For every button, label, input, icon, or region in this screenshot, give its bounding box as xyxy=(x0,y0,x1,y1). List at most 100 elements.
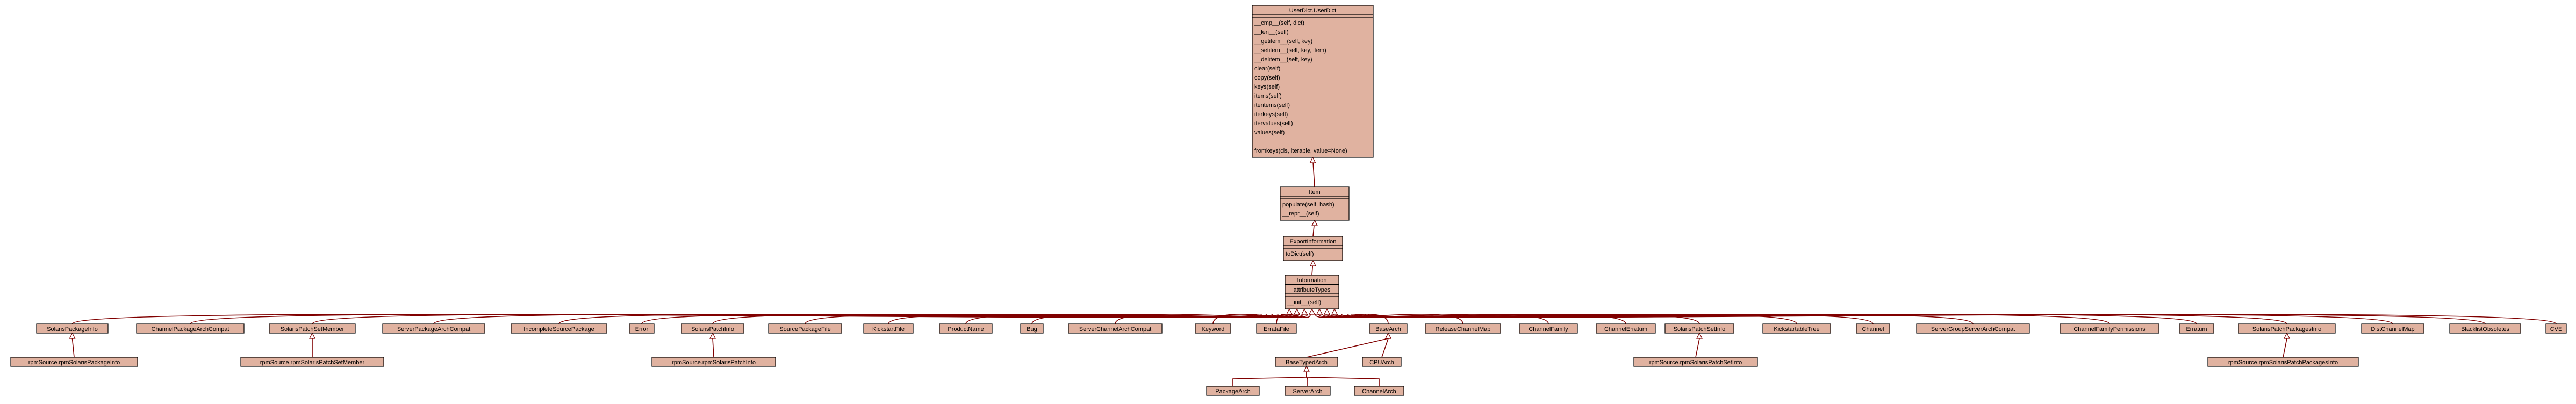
class-box xyxy=(651,357,776,367)
class-row1-erratafile[interactable]: ErrataFile xyxy=(1256,323,1297,334)
class-name: Bug xyxy=(1027,326,1037,333)
class-row1-solarispatchsetinfo[interactable]: SolarisPatchSetInfo xyxy=(1664,323,1734,334)
class-box xyxy=(1068,323,1163,334)
inheritance-edge xyxy=(1315,314,1389,324)
method-label: __getitem__(self, key) xyxy=(1254,38,1312,45)
class-name: rpmSource.rpmSolarisPatchPackagesInfo xyxy=(2228,359,2338,366)
class-box xyxy=(10,357,138,367)
class-box xyxy=(1354,386,1404,396)
method-label: keys(self) xyxy=(1254,84,1280,90)
class-box xyxy=(629,323,655,334)
class-name: SolarisPatchPackagesInfo xyxy=(2252,326,2321,333)
inheritance-edge xyxy=(1276,314,1311,324)
class-row1-kickstartabletree[interactable]: KickstartableTree xyxy=(1762,323,1831,334)
inheritance-edge xyxy=(2283,338,2287,358)
class-box xyxy=(1256,323,1297,334)
inheritance-arrowhead xyxy=(1301,308,1308,315)
inheritance-arrowhead xyxy=(2284,332,2290,339)
class-row2-rpmsource-rpmsolarispackageinfo[interactable]: rpmSource.rpmSolarisPackageInfo xyxy=(10,357,138,367)
class-box xyxy=(1425,323,1501,334)
class-row1-serverpackagearchcompat[interactable]: ServerPackageArchCompat xyxy=(382,323,485,334)
class-row1-basearch[interactable]: BaseArch xyxy=(1369,323,1408,334)
method-label: toDict(self) xyxy=(1286,251,1314,257)
method-label: __setitem__(self, key, item) xyxy=(1254,47,1326,54)
class-row1-solarispackageinfo[interactable]: SolarisPackageInfo xyxy=(36,323,109,334)
inheritance-edge xyxy=(1232,372,1307,386)
class-name: CPUArch xyxy=(1369,359,1394,366)
class-userdict[interactable]: UserDict.UserDict__cmp__(self, dict)__le… xyxy=(1252,5,1374,158)
class-row1-erratum[interactable]: Erratum xyxy=(2179,323,2214,334)
class-row3-packagearch[interactable]: PackageArch xyxy=(1206,386,1260,396)
class-name: CVE xyxy=(2550,326,2563,333)
class-box xyxy=(1369,323,1408,334)
class-name: ChannelFamilyPermissions xyxy=(2073,326,2146,333)
inheritance-edge xyxy=(1306,338,1389,358)
class-row1-channelerratum[interactable]: ChannelErratum xyxy=(1596,323,1656,334)
class-row1-blacklistobsoletes[interactable]: BlacklistObsoletes xyxy=(2449,323,2521,334)
class-box xyxy=(1285,386,1331,396)
class-row1-sourcepackagefile[interactable]: SourcePackageFile xyxy=(768,323,842,334)
class-row1-distchannelmap[interactable]: DistChannelMap xyxy=(2361,323,2424,334)
class-name: ExportInformation xyxy=(1290,239,1337,245)
class-name: BaseTypedArch xyxy=(1286,359,1328,366)
method-label: __cmp__(self, dict) xyxy=(1254,20,1304,26)
class-row2-cpuarch[interactable]: CPUArch xyxy=(1362,357,1402,367)
class-row1-error[interactable]: Error xyxy=(629,323,655,334)
class-row1-keyword[interactable]: Keyword xyxy=(1195,323,1231,334)
class-box xyxy=(1275,357,1338,367)
class-row1-kickstartfile[interactable]: KickstartFile xyxy=(863,323,914,334)
method-label: items(self) xyxy=(1254,93,1282,99)
class-name: SolarisPatchInfo xyxy=(691,326,734,333)
class-row1-cve[interactable]: CVE xyxy=(2545,323,2567,334)
class-export-info[interactable]: ExportInformation toDict(self) xyxy=(1283,236,1343,261)
class-box xyxy=(136,323,245,334)
class-box xyxy=(240,357,384,367)
class-name: ServerGroupServerArchCompat xyxy=(1931,326,2015,333)
method-label: __len__(self) xyxy=(1254,29,1289,35)
class-box xyxy=(1633,357,1758,367)
class-name: SourcePackageFile xyxy=(779,326,830,333)
class-row1-incompletesourcepackage[interactable]: IncompleteSourcePackage xyxy=(511,323,607,334)
class-row1-channel[interactable]: Channel xyxy=(1856,323,1890,334)
class-row2-rpmsource-rpmsolarispatchpackagesinfo[interactable]: rpmSource.rpmSolarisPatchPackagesInfo xyxy=(2207,357,2359,367)
class-row1-productname[interactable]: ProductName xyxy=(939,323,993,334)
inheritance-arrowhead xyxy=(1311,219,1318,226)
class-row2-rpmsource-rpmsolarispatchsetinfo[interactable]: rpmSource.rpmSolarisPatchSetInfo xyxy=(1633,357,1758,367)
inheritance-edge xyxy=(1306,372,1380,386)
class-name: ProductName xyxy=(948,326,984,333)
class-row3-channelarch[interactable]: ChannelArch xyxy=(1354,386,1404,396)
class-name: rpmSource.rpmSolarisPatchSetInfo xyxy=(1649,359,1742,366)
class-box xyxy=(1285,275,1339,285)
class-row1-bug[interactable]: Bug xyxy=(1020,323,1044,334)
class-row1-solarispatchpackagesinfo[interactable]: SolarisPatchPackagesInfo xyxy=(2238,323,2336,334)
class-box xyxy=(1020,323,1044,334)
class-row1-solarispatchinfo[interactable]: SolarisPatchInfo xyxy=(681,323,744,334)
class-row1-serverchannelarchcompat[interactable]: ServerChannelArchCompat xyxy=(1068,323,1163,334)
class-row2-basetypedarch[interactable]: BaseTypedArch xyxy=(1275,357,1338,367)
method-label: __init__(self) xyxy=(1287,299,1321,306)
inheritance-arrowhead xyxy=(1324,308,1330,315)
method-label: clear(self) xyxy=(1254,66,1280,72)
class-attribute-types[interactable]: attributeTypes__init__(self) xyxy=(1285,284,1339,309)
class-name: BlacklistObsoletes xyxy=(2461,326,2509,333)
class-row1-servergroupserverarchcompat[interactable]: ServerGroupServerArchCompat xyxy=(1916,323,2030,334)
class-row1-channelfamilypermissions[interactable]: ChannelFamilyPermissions xyxy=(2060,323,2159,334)
inheritance-arrowhead xyxy=(1294,308,1300,315)
method-label: values(self) xyxy=(1254,129,1285,136)
class-row1-releasechannelmap[interactable]: ReleaseChannelMap xyxy=(1425,323,1501,334)
class-information[interactable]: Information xyxy=(1285,275,1339,285)
class-row2-rpmsource-rpmsolarispatchsetmember[interactable]: rpmSource.rpmSolarisPatchSetMember xyxy=(240,357,384,367)
class-box xyxy=(2207,357,2359,367)
class-row2-rpmsource-rpmsolarispatchinfo[interactable]: rpmSource.rpmSolarisPatchInfo xyxy=(651,357,776,367)
inheritance-edge xyxy=(712,338,714,358)
class-row1-solarispatchsetmember[interactable]: SolarisPatchSetMember xyxy=(269,323,356,334)
class-name: ServerChannelArchCompat xyxy=(1079,326,1152,333)
class-name: IncompleteSourcePackage xyxy=(523,326,594,333)
inheritance-arrowhead xyxy=(1303,365,1310,372)
class-row3-serverarch[interactable]: ServerArch xyxy=(1285,386,1331,396)
class-box xyxy=(863,323,914,334)
class-row1-channelpackagearchcompat[interactable]: ChannelPackageArchCompat xyxy=(136,323,245,334)
class-row1-channelfamily[interactable]: ChannelFamily xyxy=(1519,323,1578,334)
inheritance-arrowhead xyxy=(1286,308,1293,315)
